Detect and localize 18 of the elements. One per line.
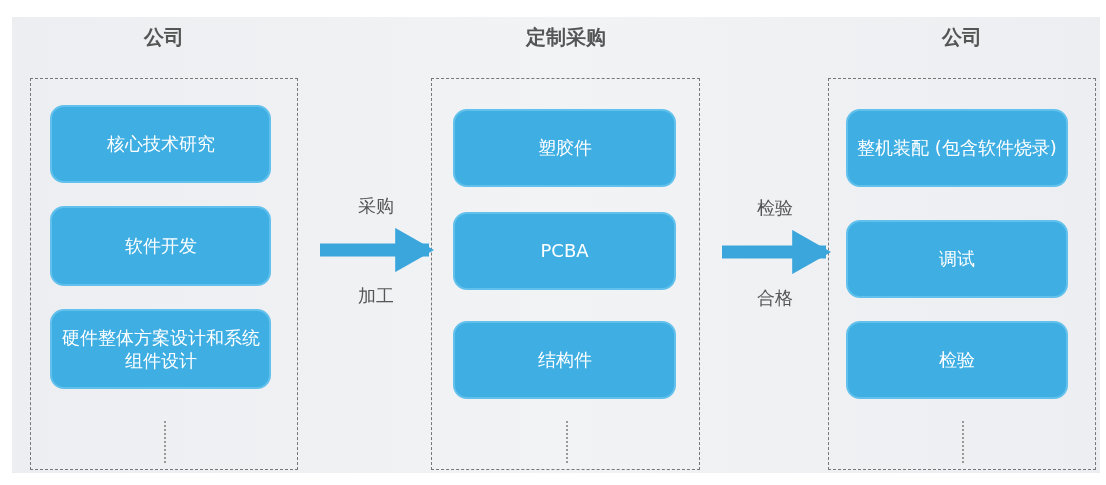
process-box: PCBA <box>453 212 676 290</box>
arrow-note: 合格 <box>757 286 793 310</box>
process-box: 核心技术研究 <box>50 105 271 183</box>
edge-label: 检验 <box>757 196 793 220</box>
process-box: 整机装配 (包含软件烧录) <box>846 109 1068 187</box>
arrow-note: 加工 <box>357 284 394 308</box>
group-heading: 公司 <box>942 23 982 51</box>
group-heading: 公司 <box>144 23 184 51</box>
process-box: 检验 <box>846 321 1068 399</box>
group-heading: 定制采购 <box>525 23 606 51</box>
process-box: 硬件整体方案设计和系统组件设计 <box>50 309 271 389</box>
process-box: 调试 <box>846 220 1068 298</box>
process-box: 塑胶件 <box>453 109 676 187</box>
process-box: 结构件 <box>453 321 676 399</box>
process-box: 软件开发 <box>50 206 271 286</box>
edge-label: 采购 <box>357 194 394 218</box>
block-arrow <box>722 229 832 275</box>
block-arrow <box>320 227 435 273</box>
